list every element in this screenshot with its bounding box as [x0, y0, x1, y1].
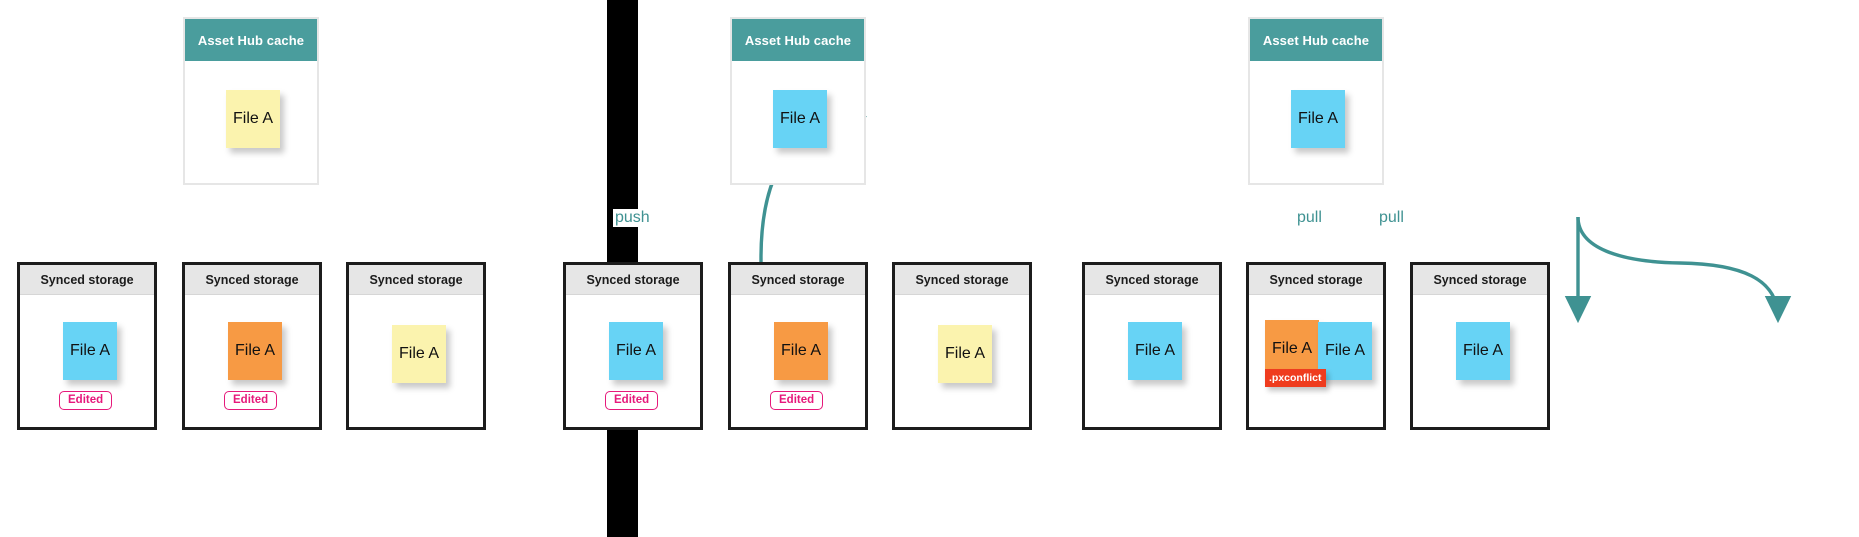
note-file-a[interactable]: File A — [1128, 322, 1182, 380]
storage-body: File A .pxconflict File A — [1249, 295, 1383, 427]
edited-badge: Edited — [770, 391, 824, 410]
panel-1-storage-3: Synced storage File A — [346, 262, 486, 430]
edited-badge: Edited — [59, 391, 113, 410]
pull-label-right: pull — [1377, 209, 1406, 227]
note-file-a[interactable]: File A — [226, 90, 280, 148]
cache-title: Asset Hub cache — [1250, 19, 1382, 61]
cache-title: Asset Hub cache — [732, 19, 864, 61]
note-file-a[interactable]: File A — [774, 322, 828, 380]
pxconflict-badge: .pxconflict — [1265, 369, 1326, 387]
panel-1-storage-1: Synced storage File A Edited — [17, 262, 157, 430]
storage-body: File A Edited — [185, 295, 319, 427]
edited-badge: Edited — [224, 391, 278, 410]
panel-2-storage-3: Synced storage File A — [892, 262, 1032, 430]
panel-2-storage-2: Synced storage File A Edited — [728, 262, 868, 430]
storage-body: File A Edited — [731, 295, 865, 427]
panel-1-storage-2: Synced storage File A Edited — [182, 262, 322, 430]
storage-title: Synced storage — [1413, 265, 1547, 295]
panel-3-storage-1: Synced storage File A — [1082, 262, 1222, 430]
push-label: push — [613, 209, 652, 227]
cache-body: File A — [732, 61, 864, 183]
note-file-a[interactable]: File A — [938, 325, 992, 383]
storage-title: Synced storage — [566, 265, 700, 295]
note-file-a[interactable]: File A — [1318, 322, 1372, 380]
note-file-a[interactable]: File A — [63, 322, 117, 380]
storage-title: Synced storage — [20, 265, 154, 295]
note-file-a[interactable]: File A — [392, 325, 446, 383]
storage-title: Synced storage — [731, 265, 865, 295]
storage-title: Synced storage — [1249, 265, 1383, 295]
storage-title: Synced storage — [1085, 265, 1219, 295]
panel-3-storage-2: Synced storage File A .pxconflict File A — [1246, 262, 1386, 430]
storage-body: File A — [895, 295, 1029, 427]
note-file-a[interactable]: File A — [609, 322, 663, 380]
panel-2-asset-hub-cache: Asset Hub cache File A — [730, 17, 866, 185]
storage-body: File A Edited — [566, 295, 700, 427]
cache-body: File A — [185, 61, 317, 183]
note-file-a[interactable]: File A — [1456, 322, 1510, 380]
panel-3-storage-3: Synced storage File A — [1410, 262, 1550, 430]
note-file-a[interactable]: File A — [228, 322, 282, 380]
storage-body: File A — [1085, 295, 1219, 427]
storage-title: Synced storage — [349, 265, 483, 295]
note-file-a-conflict[interactable]: File A — [1265, 320, 1319, 378]
panel-1-asset-hub-cache: Asset Hub cache File A — [183, 17, 319, 185]
cache-body: File A — [1250, 61, 1382, 183]
storage-body: File A — [1413, 295, 1547, 427]
pull-label-left: pull — [1295, 209, 1324, 227]
storage-title: Synced storage — [895, 265, 1029, 295]
panel-2-storage-1: Synced storage File A Edited — [563, 262, 703, 430]
storage-title: Synced storage — [185, 265, 319, 295]
storage-body: File A Edited — [20, 295, 154, 427]
edited-badge: Edited — [605, 391, 659, 410]
cache-title: Asset Hub cache — [185, 19, 317, 61]
storage-body: File A — [349, 295, 483, 427]
note-file-a[interactable]: File A — [773, 90, 827, 148]
note-file-a[interactable]: File A — [1291, 90, 1345, 148]
panel-3-asset-hub-cache: Asset Hub cache File A — [1248, 17, 1384, 185]
pull-arrow-right — [1576, 216, 1792, 324]
